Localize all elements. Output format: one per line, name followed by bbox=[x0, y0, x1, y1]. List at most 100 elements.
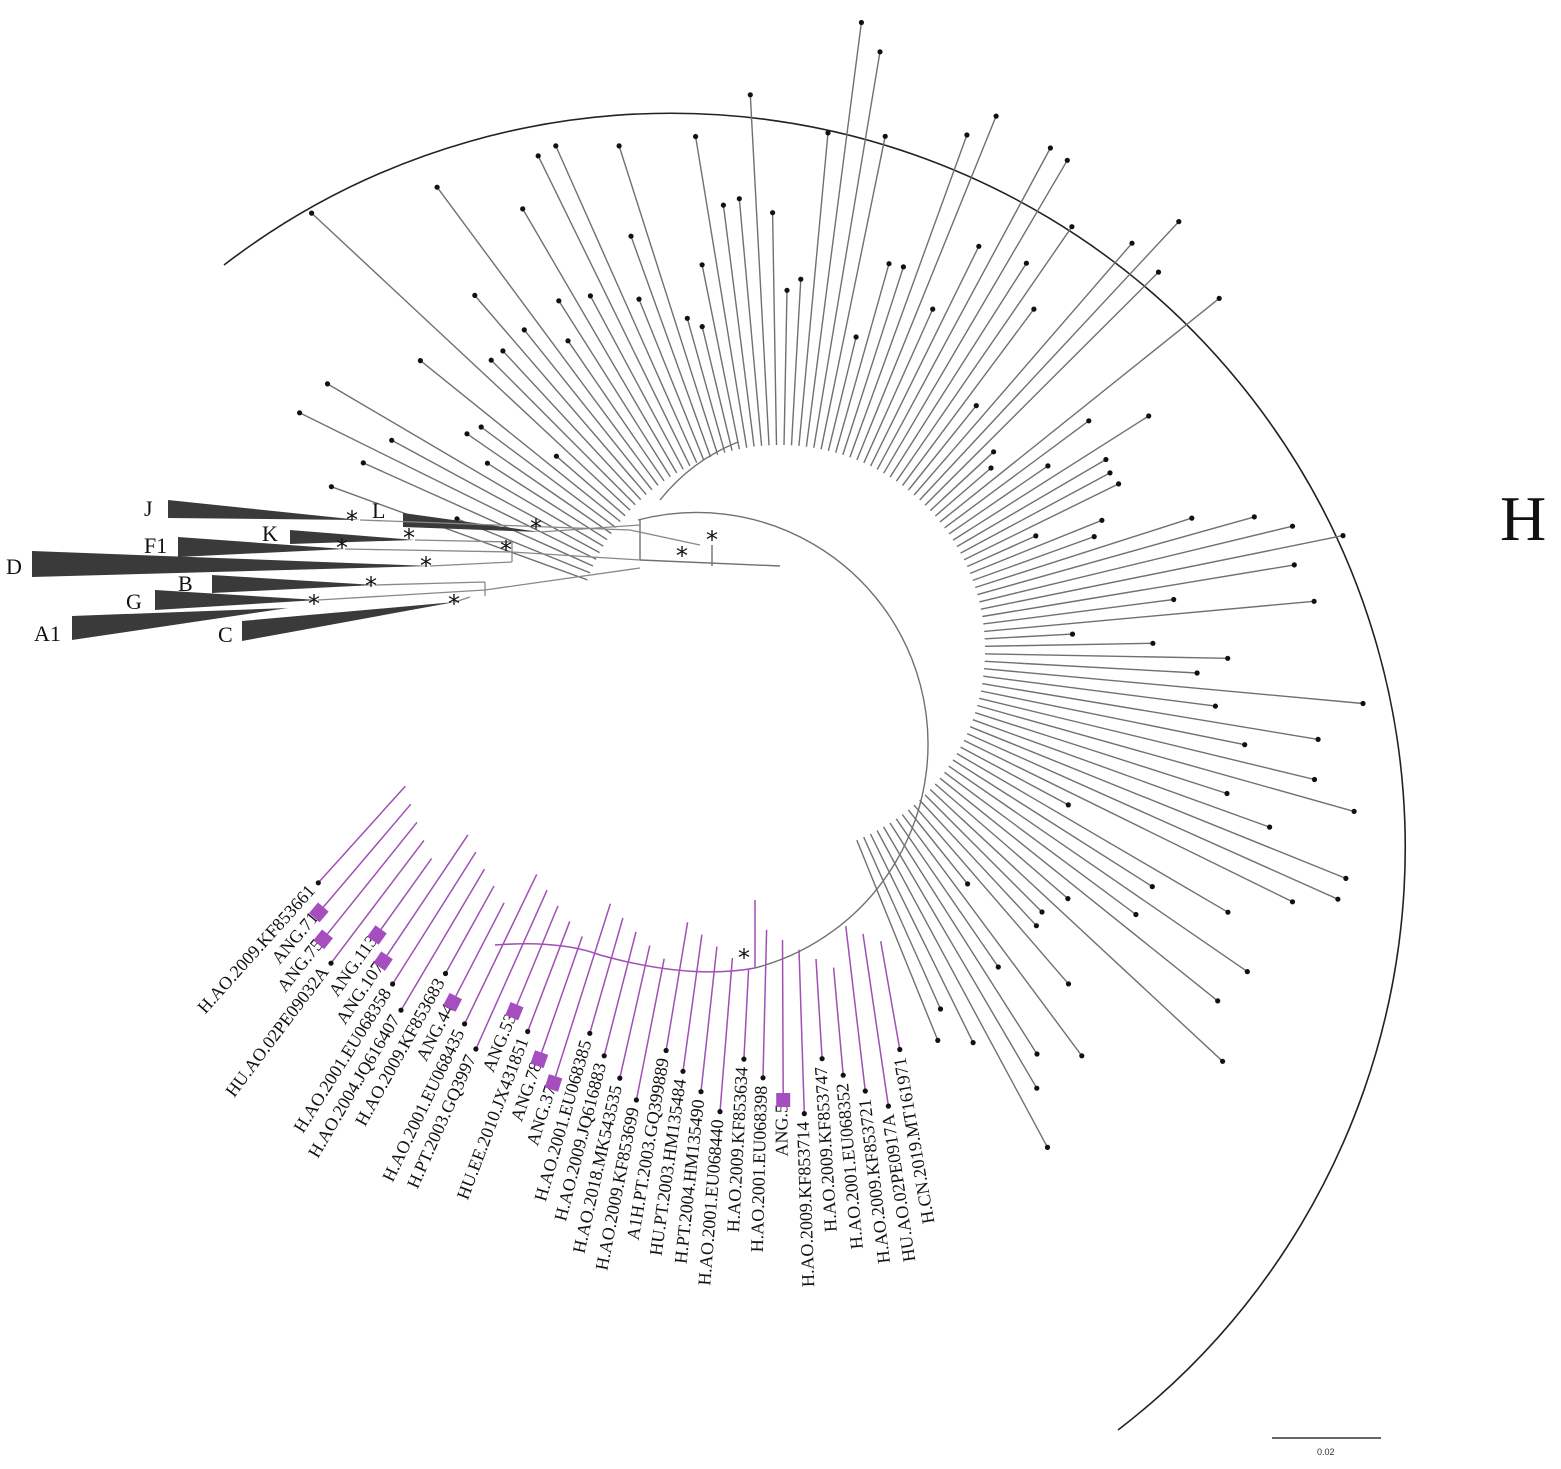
highlight-branch bbox=[384, 834, 469, 959]
tree-branch bbox=[952, 526, 975, 541]
leaf-node-dot bbox=[970, 1040, 976, 1046]
tree-branch bbox=[966, 559, 982, 568]
tree-branch bbox=[736, 387, 748, 448]
leaf-node-dot bbox=[699, 262, 705, 268]
tree-branch bbox=[898, 836, 1038, 1055]
leaf-node-dot bbox=[858, 19, 865, 26]
leaf-node-dot bbox=[1215, 998, 1221, 1004]
tree-branch bbox=[869, 418, 895, 467]
tree-branch bbox=[907, 488, 911, 491]
tree-branch bbox=[963, 527, 1029, 561]
leaf-node-dot bbox=[315, 880, 321, 886]
leaf-node-dot bbox=[877, 49, 883, 55]
leaf-node-dot bbox=[324, 381, 331, 387]
tree-branch bbox=[903, 159, 1068, 439]
tree-branch bbox=[1021, 519, 1103, 554]
tree-branch bbox=[1001, 642, 1153, 647]
bootstrap-marker: * bbox=[676, 542, 688, 570]
leaf-node-dot bbox=[1155, 269, 1162, 275]
tree-branch bbox=[1006, 535, 1095, 569]
tree-branch bbox=[640, 447, 665, 482]
tree-branch bbox=[985, 465, 1049, 510]
tree-branch bbox=[940, 467, 992, 512]
tree-branch bbox=[1058, 716, 1315, 781]
tree-branch bbox=[974, 712, 1052, 738]
collapsed-clade-label-g: G bbox=[126, 589, 142, 614]
tree-branch bbox=[638, 298, 689, 421]
leaf-node-dot bbox=[535, 153, 541, 159]
tree-branch bbox=[953, 883, 1083, 1057]
tree-branch bbox=[1007, 598, 1174, 622]
leaf-node-dot bbox=[1099, 517, 1105, 523]
sample-marker bbox=[313, 929, 333, 950]
tree-branch bbox=[502, 350, 583, 437]
leaf-node-dot bbox=[1189, 515, 1195, 521]
tree-branch bbox=[696, 389, 719, 455]
leaf-node-dot bbox=[478, 424, 484, 430]
bootstrap-marker: * bbox=[500, 536, 512, 564]
leaf-node-dot bbox=[882, 133, 888, 139]
bootstrap-marker: * bbox=[336, 534, 348, 562]
leaf-node-dot bbox=[1023, 260, 1029, 266]
tree-branch bbox=[883, 437, 906, 474]
leaf-node-dot bbox=[1034, 1085, 1040, 1091]
tree-branch bbox=[992, 684, 1319, 741]
tree-branch bbox=[893, 245, 980, 420]
leaf-node-dot bbox=[1116, 481, 1122, 487]
tree-branch bbox=[798, 421, 802, 446]
tree-branch bbox=[924, 490, 941, 506]
leaf-node-dot bbox=[1065, 802, 1071, 808]
highlight-branch bbox=[815, 958, 823, 1059]
leaf-node-dot bbox=[434, 184, 440, 190]
tree-branch bbox=[833, 136, 886, 384]
tree-branch bbox=[865, 115, 997, 438]
leaf-node-dot bbox=[1311, 776, 1318, 783]
tree-branch bbox=[545, 564, 588, 581]
leaf-node-dot bbox=[462, 1021, 468, 1027]
tree-branch bbox=[827, 402, 841, 451]
bootstrap-markers: * * * * * * * * * * * * bbox=[308, 506, 750, 972]
sample-marker bbox=[530, 1050, 549, 1069]
sample-marker bbox=[443, 992, 463, 1012]
tree-branch bbox=[870, 134, 968, 400]
tree-branch bbox=[580, 568, 591, 574]
tree-branch bbox=[815, 22, 863, 371]
leaf-node-dot bbox=[328, 484, 334, 490]
tree-branch bbox=[969, 551, 1023, 575]
highlight-branch bbox=[743, 969, 750, 1060]
tree-branch bbox=[966, 836, 1043, 913]
tree-branch bbox=[895, 471, 904, 482]
tree-branch bbox=[311, 212, 569, 454]
tree-branch bbox=[934, 510, 942, 517]
leaf-node-dot bbox=[398, 1007, 404, 1013]
tree-branch bbox=[876, 462, 882, 470]
tree-branch bbox=[618, 145, 698, 390]
tree-branch bbox=[742, 361, 755, 447]
leaf-node-dot bbox=[1065, 981, 1072, 987]
tree-branch bbox=[1032, 672, 1364, 705]
collapsed-clade-d bbox=[32, 551, 430, 577]
leaf-node-dot bbox=[1091, 534, 1097, 540]
leaf-node-dot bbox=[798, 276, 804, 282]
tree-branch bbox=[790, 378, 796, 446]
leaf-node-dot bbox=[1289, 899, 1296, 905]
tree-branch bbox=[1001, 827, 1219, 1002]
tree-branch bbox=[919, 799, 962, 846]
tree-branch bbox=[474, 294, 623, 467]
collapsed-clade-k bbox=[290, 530, 415, 544]
leaf-node-dot bbox=[819, 1056, 825, 1062]
tree-branch bbox=[487, 462, 558, 509]
tree-branch bbox=[1014, 764, 1293, 903]
highlight-branch bbox=[553, 903, 612, 1080]
highlight-branch bbox=[879, 941, 901, 1050]
tree-branch bbox=[984, 660, 1025, 665]
tree-branch bbox=[581, 436, 642, 501]
tree-branch bbox=[907, 809, 927, 833]
tree-branch bbox=[737, 444, 741, 450]
leaf-node-dot bbox=[389, 437, 395, 443]
tree-branch bbox=[466, 433, 575, 509]
leaf-node-dot bbox=[1033, 923, 1039, 929]
highlight-branch bbox=[700, 946, 718, 1092]
collapsed-clade-label-f1: F1 bbox=[144, 533, 167, 558]
collapsed-clade-g bbox=[155, 590, 318, 610]
